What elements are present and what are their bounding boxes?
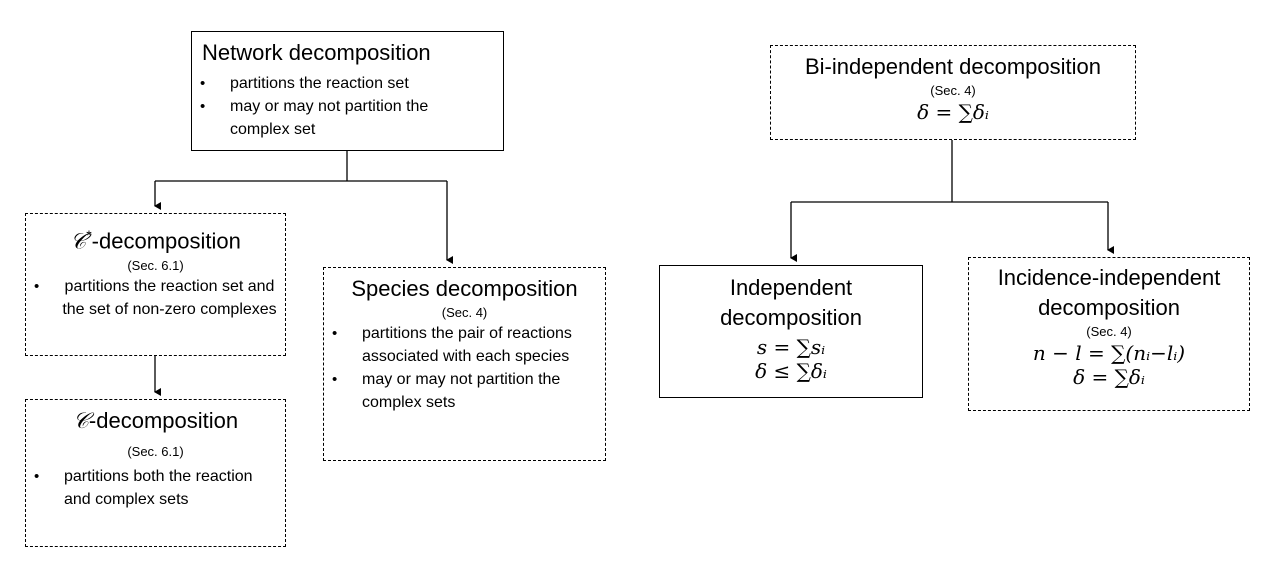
edge-bi-to-children [790,140,1114,262]
section-ref: (Sec. 4) [441,305,488,320]
bullet-item: partitions the reaction set [192,72,503,95]
formula: δ = ∑δᵢ [917,100,989,124]
bullet-item: partitions both the reaction and complex… [26,465,285,511]
section-ref: (Sec. 4) [1086,324,1132,339]
node-title-suffix: -decomposition [91,228,241,254]
bullet-list: partitions the reaction set and the set … [26,275,285,321]
section-ref: (Sec. 6.1) [127,258,184,274]
calligraphic-c-symbol: 𝒞 [70,229,87,255]
node-title-line: Independent [729,275,853,300]
node-title: 𝒞*-decomposition [26,220,285,257]
node-c-star-decomposition: 𝒞*-decomposition (Sec. 6.1) partitions t… [25,213,286,356]
node-incidence-independent-decomposition: Incidence-independent decomposition (Sec… [968,257,1250,411]
star-superscript: * [86,227,92,243]
node-title: 𝒞-decomposition [26,406,285,437]
bullet-item: partitions the reaction set and the set … [26,275,285,321]
formula: n − l = ∑(nᵢ−lᵢ) [1032,341,1186,365]
node-independent-decomposition: Independent decomposition s = ∑sᵢ δ ≤ ∑δ… [659,265,923,398]
bullet-item: partitions the pair of reactions associa… [324,322,605,368]
formula: δ = ∑δᵢ [1073,365,1145,389]
node-title-line: decomposition [1038,295,1180,320]
section-ref: (Sec. 4) [930,83,976,98]
section-ref: (Sec. 6.1) [127,444,184,459]
node-c-decomposition: 𝒞-decomposition (Sec. 6.1) partitions bo… [25,399,286,547]
bullet-list: partitions both the reaction and complex… [26,465,285,511]
formula: δ ≤ ∑δᵢ [755,359,827,383]
bullet-item: may or may not partition the complex set [192,95,503,141]
formula: s = ∑sᵢ [756,335,826,359]
bullet-item: may or may not partition the complex set… [324,368,605,414]
bullet-list: partitions the reaction set may or may n… [192,72,503,141]
node-title: Bi-independent decomposition [805,54,1101,79]
node-title: Network decomposition [202,40,431,65]
node-bi-independent-decomposition: Bi-independent decomposition (Sec. 4) δ … [770,45,1136,140]
edge-network-to-children [154,151,453,264]
node-title-line: Incidence-independent [997,265,1221,290]
node-title-suffix: -decomposition [88,408,239,433]
node-species-decomposition: Species decomposition (Sec. 4) partition… [323,267,606,461]
node-network-decomposition: Network decomposition partitions the rea… [191,31,504,151]
node-title: Species decomposition [351,276,578,301]
calligraphic-c-symbol: 𝒞 [72,409,89,434]
node-title-line: decomposition [720,305,862,330]
bullet-list: partitions the pair of reactions associa… [324,322,605,414]
